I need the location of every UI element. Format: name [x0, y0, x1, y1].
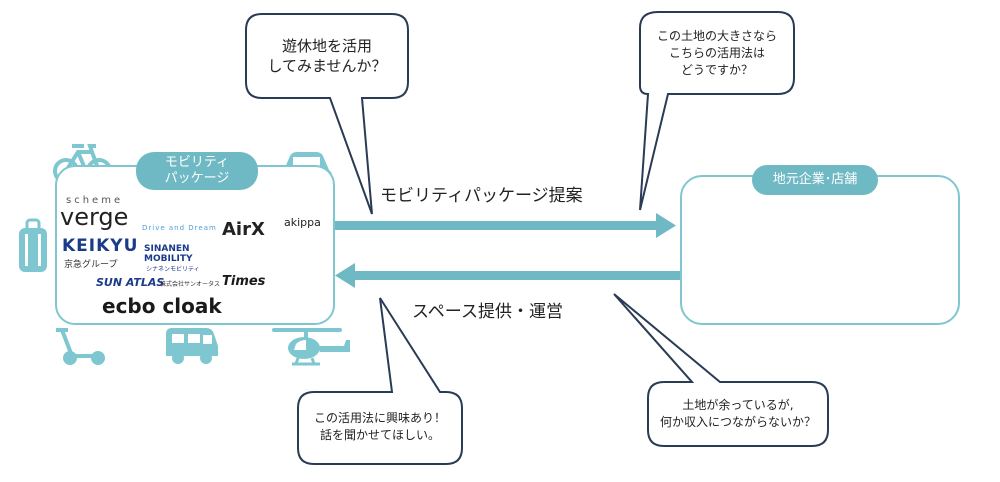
speech-bubble-bottom-left: [297, 297, 463, 465]
airx-logo: AirX: [222, 219, 265, 240]
bubble-top-right-line3: どうですか？: [680, 63, 753, 77]
proposal-arrow: [335, 213, 676, 238]
bubble-top-left-line1: 遊休地を活用: [281, 37, 372, 55]
sinanen-sub-label: シナネンモビリティ: [146, 266, 200, 273]
carstay-tagline: Drive and Dream: [142, 224, 217, 232]
bubble-bottom-left-line1: この活用法に興味あり！: [313, 411, 446, 425]
speech-bubble-top-left: [245, 13, 409, 215]
mobility-package-title: モビリティ パッケージ: [136, 152, 258, 190]
carstay-logo: Carstay: [150, 203, 193, 216]
space-provision-arrow: [335, 263, 680, 288]
camper-van-icon: [166, 328, 218, 364]
miura-logo: MIURA: [279, 278, 320, 291]
sinanen-logo: SINANEN MOBILITY: [144, 244, 193, 264]
suitcase-icon: [19, 218, 47, 272]
bubble-bottom-left-line2: 話を聞かせてほしい。: [319, 428, 440, 442]
verge-logo: verge: [60, 203, 129, 231]
mobility-package-box: [55, 165, 335, 325]
akippa-logo: akippa: [284, 216, 321, 229]
helicopter-icon: [272, 328, 350, 366]
keikyu-group-label: 京急グループ: [64, 260, 118, 270]
bubble-top-left-text: 遊休地を活用 してみませんか？: [246, 36, 408, 76]
times-logo: Times: [222, 274, 266, 289]
bubble-top-right-line1: この土地の大きさなら: [656, 29, 777, 43]
miura-sub-label: みうらレンタサイクル: [279, 292, 322, 306]
proposal-arrow-label: モビリティパッケージ提案: [380, 186, 583, 206]
local-business-box: [680, 175, 960, 325]
store-sign-number: 24: [879, 254, 893, 265]
local-business-title: 地元企業･店舗: [752, 165, 878, 195]
local-business-title-text: 地元企業･店舗: [772, 172, 858, 187]
sunatlas-sub-label: 株式会社サンオータス: [160, 281, 221, 288]
mobility-package-title-line1: モビリティ: [164, 155, 230, 170]
speech-bubble-bottom-right: [613, 293, 829, 447]
sunatlas-logo: SUN ATLAS: [96, 276, 165, 289]
bubble-top-right-line2: こちらの活用法は: [668, 46, 765, 60]
keikyu-logo: KEIKYU: [62, 236, 139, 256]
speech-bubble-top-right: [639, 11, 795, 211]
bubble-bottom-right-line2: 何か収入につながらないか？: [659, 415, 816, 429]
bubble-bottom-right-text: 土地が余っているが, 何か収入につながらないか？: [648, 397, 828, 431]
space-provision-arrow-label: スペース提供・運営: [412, 302, 563, 322]
verge-logo-small: scheme: [66, 195, 124, 206]
ecbo-cloak-logo: ecbo cloak: [102, 294, 222, 318]
kick-scooter-icon: [56, 328, 105, 365]
bubble-top-left-line2: してみませんか？: [267, 57, 387, 75]
bubble-top-right-text: この土地の大きさなら こちらの活用法は どうですか？: [640, 28, 794, 79]
mobility-package-title-line2: パッケージ: [164, 171, 230, 186]
bubble-bottom-left-text: この活用法に興味あり！ 話を聞かせてほしい。: [298, 410, 462, 444]
bubble-bottom-right-line1: 土地が余っているが,: [682, 398, 794, 412]
